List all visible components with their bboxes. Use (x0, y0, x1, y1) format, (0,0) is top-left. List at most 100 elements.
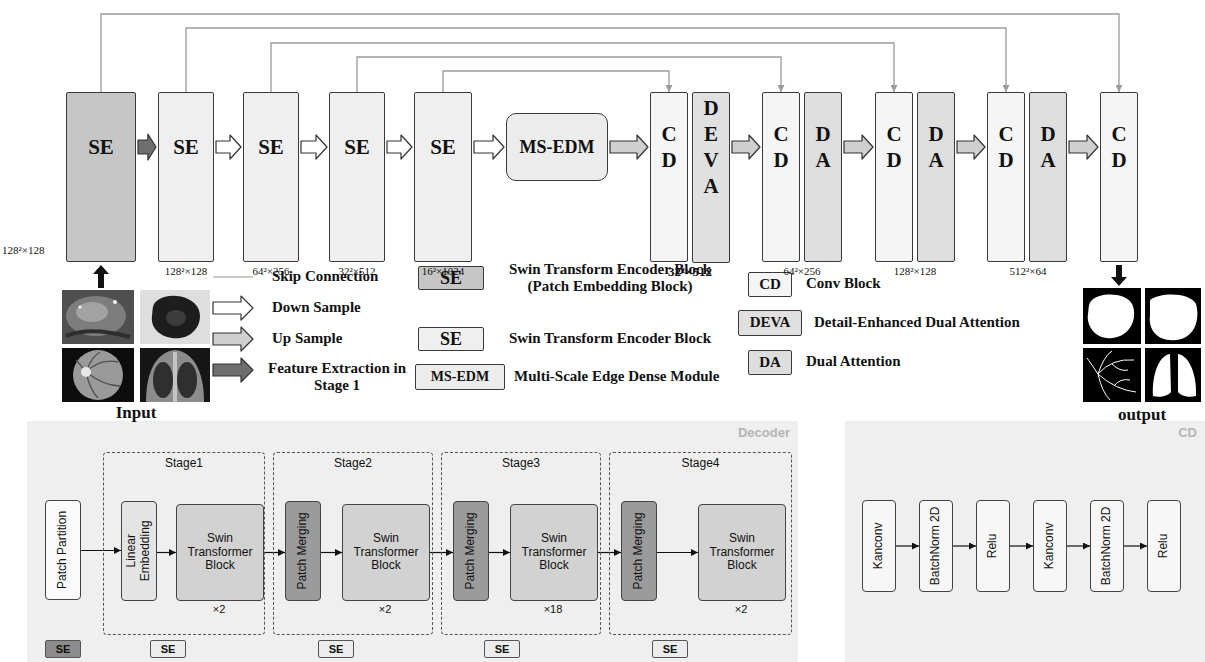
box-label: CD (884, 121, 905, 174)
rotated-label: BatchNorm 2D (929, 505, 943, 587)
merging-box: Patch Merging (621, 501, 657, 601)
flow-arrow (321, 552, 342, 553)
repeat-count: ×2 (365, 603, 405, 616)
stage-group: Stage2Patch MergingSwin Transformer Bloc… (273, 452, 433, 635)
dimension-label: 128²×128 (156, 265, 216, 278)
flow-arrow (489, 552, 510, 553)
dimension-label: 128²×128 (875, 265, 955, 278)
lung-field (153, 362, 173, 398)
flow-arrow (1124, 545, 1147, 546)
stage-group: Stage4Patch MergingSwin Transformer Bloc… (609, 452, 792, 635)
box-label: SE (495, 643, 510, 656)
panel-ground (27, 421, 798, 662)
upsample-arrow (957, 135, 985, 159)
input-caption: Input (62, 403, 210, 423)
rotated-label: Patch Merging (296, 506, 310, 596)
mask-image (1083, 288, 1141, 344)
downsample-sample (213, 296, 253, 320)
attention-block: DA (1029, 92, 1067, 262)
encoder-tag: SE (652, 640, 688, 659)
encoder-tag: SE (150, 640, 186, 659)
box-label: SE (329, 643, 344, 656)
box-label: SE (258, 135, 284, 159)
encoder-block: SE (158, 92, 214, 262)
rotated-label: Relu (1157, 505, 1171, 587)
rotated-label: Patch Merging (464, 506, 478, 596)
rotated-label: Patch Merging (632, 506, 646, 596)
attention-block: DA (804, 92, 842, 262)
layer-box: BatchNorm 2D (919, 500, 953, 592)
dimension-label: 32²×512 (327, 265, 387, 278)
encoder-tag: SE (484, 640, 520, 659)
flow-arrow (953, 545, 976, 546)
embedding-box: Linear Embedding (121, 501, 157, 601)
chest-body (146, 350, 204, 402)
skip-sample (213, 276, 253, 278)
fundus-image (62, 348, 134, 402)
encoder-tag: SE (45, 640, 81, 659)
skip-connection (357, 57, 781, 92)
group-title: Stage2 (274, 453, 432, 470)
layer-box: Relu (976, 500, 1010, 592)
mask-image (1083, 348, 1141, 402)
flow-arrow (896, 545, 919, 546)
dimension-label: 32²×512 (650, 265, 730, 280)
feature-sample (213, 358, 253, 382)
output-arrow (1111, 265, 1127, 286)
flow-arrow (657, 552, 698, 553)
endoscopy-image (62, 290, 134, 344)
retina (73, 350, 123, 400)
skip-connection (271, 43, 894, 92)
legend-box-label: MS-EDM (415, 369, 505, 385)
dimension-label: 64²×256 (762, 265, 842, 278)
flow-arrow (157, 552, 176, 553)
upsample-sample (213, 327, 253, 351)
downsample-arrow (301, 135, 327, 159)
rotated-label: Kanconv (1043, 505, 1057, 587)
lesion-core (166, 310, 186, 326)
encoder-block: SE (329, 92, 385, 262)
upsample-arrow (610, 135, 648, 159)
optic-disc (81, 367, 91, 377)
box-label: Swin Transformer Block (177, 532, 263, 573)
edge-dense-module: MS-EDM (506, 113, 608, 181)
box-label: DA (926, 121, 947, 174)
skin-image (140, 290, 210, 344)
transformer-box: Swin Transformer Block (510, 504, 598, 601)
rotated-label: Relu (986, 505, 1000, 587)
partition-box: Patch Partition (45, 500, 81, 600)
flow-arrow (81, 550, 121, 551)
mask-image (1145, 348, 1201, 402)
output-caption: output (1083, 405, 1201, 425)
legend-text: Swin Transform Encoder Block (492, 330, 728, 347)
legend-text: Up Sample (272, 330, 412, 347)
legend-box-label: SE (418, 329, 484, 350)
legend-text: Multi-Scale Edge Dense Module (514, 368, 736, 385)
patch-embedding-block: SE (66, 92, 136, 262)
box-label: SE (88, 135, 114, 159)
encoder-block: SE (414, 92, 472, 262)
group-title: Decoder (27, 421, 798, 440)
skip-connection (186, 28, 1006, 92)
repeat-count: ×2 (721, 603, 761, 616)
panel-ground (845, 421, 1205, 662)
layer-box: Kanconv (862, 500, 896, 592)
conv-block: CD (987, 92, 1025, 262)
flow-arrow (264, 552, 285, 553)
legend-text: Conv Block (806, 275, 1006, 292)
repeat-count: ×2 (199, 603, 239, 616)
vessel-mask (1087, 351, 1136, 400)
dimension-label: 64²×256 (241, 265, 301, 278)
encoder-tag: SE (318, 640, 354, 659)
detail-panel: DecoderPatch PartitionStage1Linear Embed… (27, 421, 798, 662)
rotated-label: Patch Partition (56, 505, 70, 595)
legend-text: Down Sample (272, 299, 412, 316)
xray-image (140, 348, 210, 402)
box-label: SE (56, 643, 71, 656)
conv-block: CD (1100, 92, 1138, 262)
upsample-arrow (732, 135, 760, 159)
legend-box-label: DEVA (738, 314, 802, 331)
rotated-label: BatchNorm 2D (1100, 505, 1114, 587)
upsample-arrow (844, 135, 873, 159)
conv-block: CD (650, 92, 688, 262)
